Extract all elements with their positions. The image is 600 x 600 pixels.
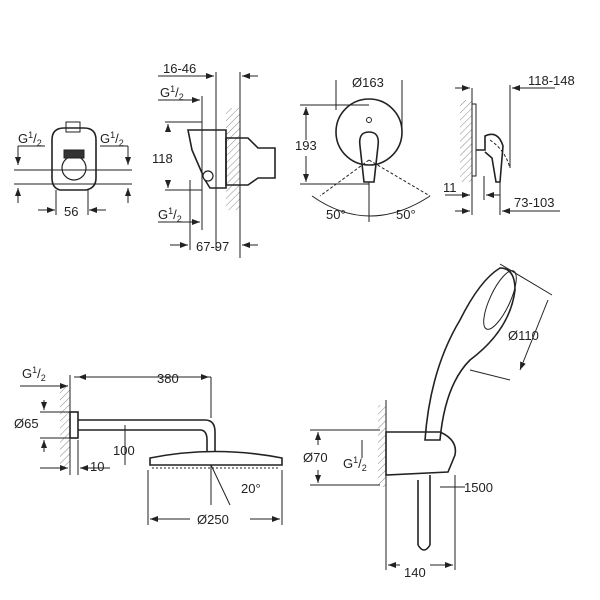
- arm-length-label: 380: [157, 371, 179, 386]
- trim-side-view: 118-148 11 73-103: [443, 73, 575, 215]
- valve-depth-top-label: 16-46: [163, 61, 196, 76]
- trim-height-label: 193: [295, 138, 317, 153]
- angle-right-label: 50°: [396, 207, 416, 222]
- wall-gap-label: 10: [90, 459, 104, 474]
- valve-depth-bottom-label: 67-97: [196, 239, 229, 254]
- g-half-label-hand: G1/2: [343, 455, 367, 473]
- g-half-label-top: G1/2: [160, 84, 184, 102]
- valve-side-view: 16-46 G1/2 118 G1/2 67-97: [152, 61, 276, 258]
- plate-thickness-label: 11: [443, 180, 457, 195]
- trim-depth-label: 73-103: [514, 195, 554, 210]
- trim-diameter-label: Ø163: [352, 75, 384, 90]
- outlet-diameter-label: Ø70: [303, 450, 328, 465]
- tilt-angle-label: 20°: [241, 481, 261, 496]
- angle-left-label: 50°: [326, 207, 346, 222]
- lever-reach-label: 118-148: [528, 73, 575, 88]
- hose-length-label: 1500: [464, 480, 493, 495]
- drop-label: 100: [113, 443, 135, 458]
- g-half-label-head: G1/2: [22, 365, 46, 383]
- hand-shower-view: Ø110 Ø70 G1/2 1500 140: [303, 263, 553, 580]
- head-shower-view: G1/2 380 Ø65 100 10 20° Ø250: [14, 365, 283, 527]
- projection-label: 140: [404, 565, 426, 580]
- valve-front-view: G1/2 G1/2 56: [14, 121, 132, 219]
- g-half-label-right: G1/2: [100, 130, 124, 148]
- g-half-label-bottom: G1/2: [158, 206, 182, 224]
- flange-diameter-label: Ø65: [14, 416, 39, 431]
- head-diameter-label: Ø250: [197, 512, 229, 527]
- valve-height-label: 118: [152, 151, 173, 166]
- g-half-label-left: G1/2: [18, 130, 42, 148]
- trim-front-view: Ø163 193 50° 50°: [295, 75, 431, 222]
- valve-width-label: 56: [64, 204, 78, 219]
- hand-head-diameter-label: Ø110: [508, 328, 539, 343]
